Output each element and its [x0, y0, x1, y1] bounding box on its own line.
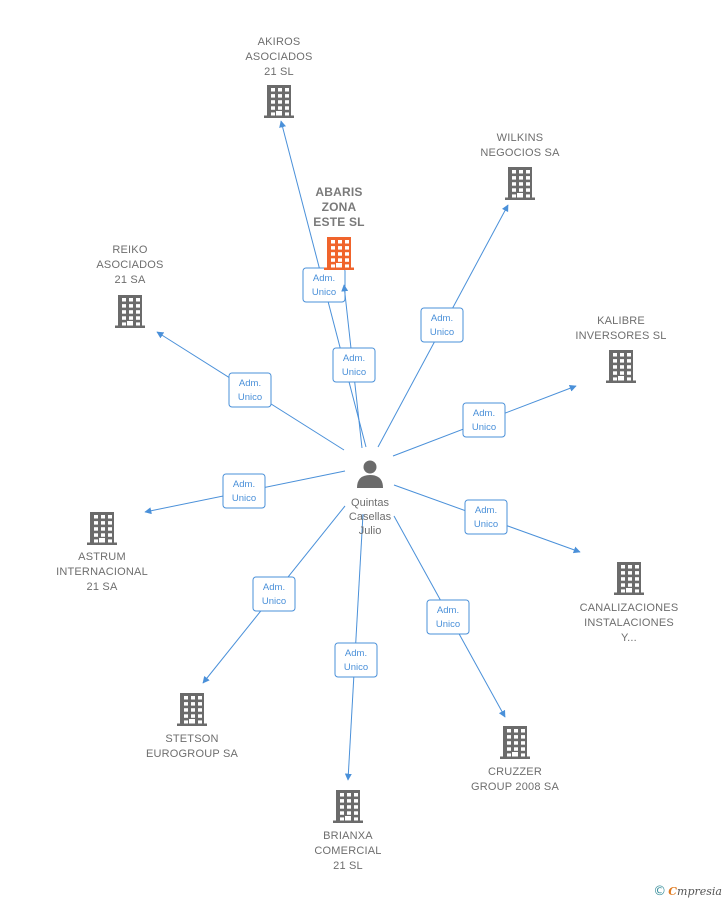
company-name-line: 21 SL	[333, 860, 363, 872]
edge-label-kalibre[interactable]: Adm. Unico	[462, 402, 506, 438]
building-icon	[87, 512, 117, 545]
edge-label-line: Unico	[344, 662, 368, 673]
edge-label-stetson[interactable]: Adm. Unico	[252, 576, 296, 612]
edge-label-akiros[interactable]: Adm. Unico	[302, 267, 346, 303]
edge-label-line: Adm.	[313, 273, 335, 284]
company-name-line: Y...	[621, 632, 637, 644]
company-name-line: INVERSORES SL	[575, 330, 666, 342]
edge-label-canalizaciones[interactable]: Adm. Unico	[464, 499, 508, 535]
edge-label-wilkins[interactable]: Adm. Unico	[420, 307, 464, 343]
edge-label-line: Unico	[474, 519, 498, 530]
edge-label-line: Unico	[472, 422, 496, 433]
company-name-line: ABARIS	[315, 185, 362, 199]
edge-label-brianxa[interactable]: Adm. Unico	[334, 642, 378, 678]
company-name-line: ZONA	[322, 200, 357, 214]
edge-label-line: Adm.	[473, 408, 495, 419]
company-name-line: ASTRUM	[78, 551, 126, 563]
company-name-line: AKIROS	[258, 36, 301, 48]
person-name-line: Casellas	[349, 511, 392, 523]
company-name-line: BRIANXA	[323, 830, 373, 842]
company-node-reiko[interactable]: REIKO ASOCIADOS 21 SA	[96, 244, 163, 328]
company-node-cruzzer[interactable]: CRUZZER GROUP 2008 SA	[471, 726, 559, 793]
company-name-line: COMERCIAL	[314, 845, 381, 857]
edge-label-line: Adm.	[263, 582, 285, 593]
edge-label-line: Unico	[238, 392, 262, 403]
company-name-line: REIKO	[112, 244, 147, 256]
edges-layer: Adm.UnicoAdm.UnicoAdm.UnicoAdm.UnicoAdm.…	[144, 120, 581, 781]
edge-label-line: Unico	[312, 287, 336, 298]
building-icon	[614, 562, 644, 595]
company-name-line: STETSON	[165, 733, 218, 745]
company-node-astrum[interactable]: ASTRUM INTERNACIONAL 21 SA	[56, 512, 148, 593]
edge-label-line: Unico	[342, 367, 366, 378]
building-icon	[177, 693, 207, 726]
person-name-line: Quintas	[351, 497, 389, 509]
company-name-line: 21 SL	[264, 66, 294, 78]
company-name-line: GROUP 2008 SA	[471, 781, 559, 793]
building-icon	[606, 350, 636, 383]
building-icon	[333, 790, 363, 823]
company-name-line: ESTE SL	[313, 215, 364, 229]
company-name-line: EUROGROUP SA	[146, 748, 239, 760]
company-node-wilkins[interactable]: WILKINS NEGOCIOS SA	[480, 132, 560, 200]
edge-label-line: Adm.	[475, 505, 497, 516]
edge-label-line: Adm.	[437, 605, 459, 616]
edge-label-line: Adm.	[345, 648, 367, 659]
company-name-line: WILKINS	[497, 132, 544, 144]
company-node-brianxa[interactable]: BRIANXA COMERCIAL 21 SL	[314, 790, 381, 872]
edge-label-line: Adm.	[233, 479, 255, 490]
edge-label-line: Unico	[232, 493, 256, 504]
company-node-kalibre[interactable]: KALIBRE INVERSORES SL	[575, 315, 666, 383]
empresia-brand[interactable]: ©Cmpresia	[653, 884, 722, 899]
edge-label-abaris[interactable]: Adm. Unico	[332, 347, 376, 383]
building-icon	[115, 295, 145, 328]
company-node-stetson[interactable]: STETSON EUROGROUP SA	[146, 693, 239, 760]
copyright-symbol: ©	[653, 884, 667, 899]
company-name-line: INTERNACIONAL	[56, 566, 148, 578]
edge-label-line: Adm.	[431, 313, 453, 324]
company-name-line: 21 SA	[87, 581, 118, 593]
company-node-canalizaciones[interactable]: CANALIZACIONES INSTALACIONES Y...	[580, 562, 679, 644]
edge-label-line: Unico	[430, 327, 454, 338]
company-name-line: NEGOCIOS SA	[480, 147, 560, 159]
edge-label-cruzzer[interactable]: Adm. Unico	[426, 599, 470, 635]
company-name-line: CRUZZER	[488, 766, 542, 778]
building-icon-highlighted	[324, 237, 354, 270]
building-icon	[500, 726, 530, 759]
edge-label-line: Unico	[436, 619, 460, 630]
company-name-line: ASOCIADOS	[96, 259, 163, 271]
company-name-line: KALIBRE	[597, 315, 645, 327]
company-name-line: CANALIZACIONES	[580, 602, 679, 614]
brand-initial: C	[668, 885, 678, 898]
edge-label-line: Unico	[262, 596, 286, 607]
person-icon	[357, 460, 383, 488]
edge-label-astrum[interactable]: Adm. Unico	[222, 473, 266, 509]
company-name-line: ASOCIADOS	[245, 51, 312, 63]
company-node-akiros[interactable]: AKIROS ASOCIADOS 21 SL	[245, 36, 312, 118]
brand-name: mpresia	[677, 885, 722, 898]
person-name-line: Julio	[359, 525, 382, 537]
building-icon	[264, 85, 294, 118]
edge-label-line: Adm.	[343, 353, 365, 364]
edge-label-line: Adm.	[239, 378, 261, 389]
building-icon	[505, 167, 535, 200]
edge-label-reiko[interactable]: Adm. Unico	[228, 372, 272, 408]
company-name-line: INSTALACIONES	[584, 617, 674, 629]
company-name-line: 21 SA	[115, 274, 146, 286]
